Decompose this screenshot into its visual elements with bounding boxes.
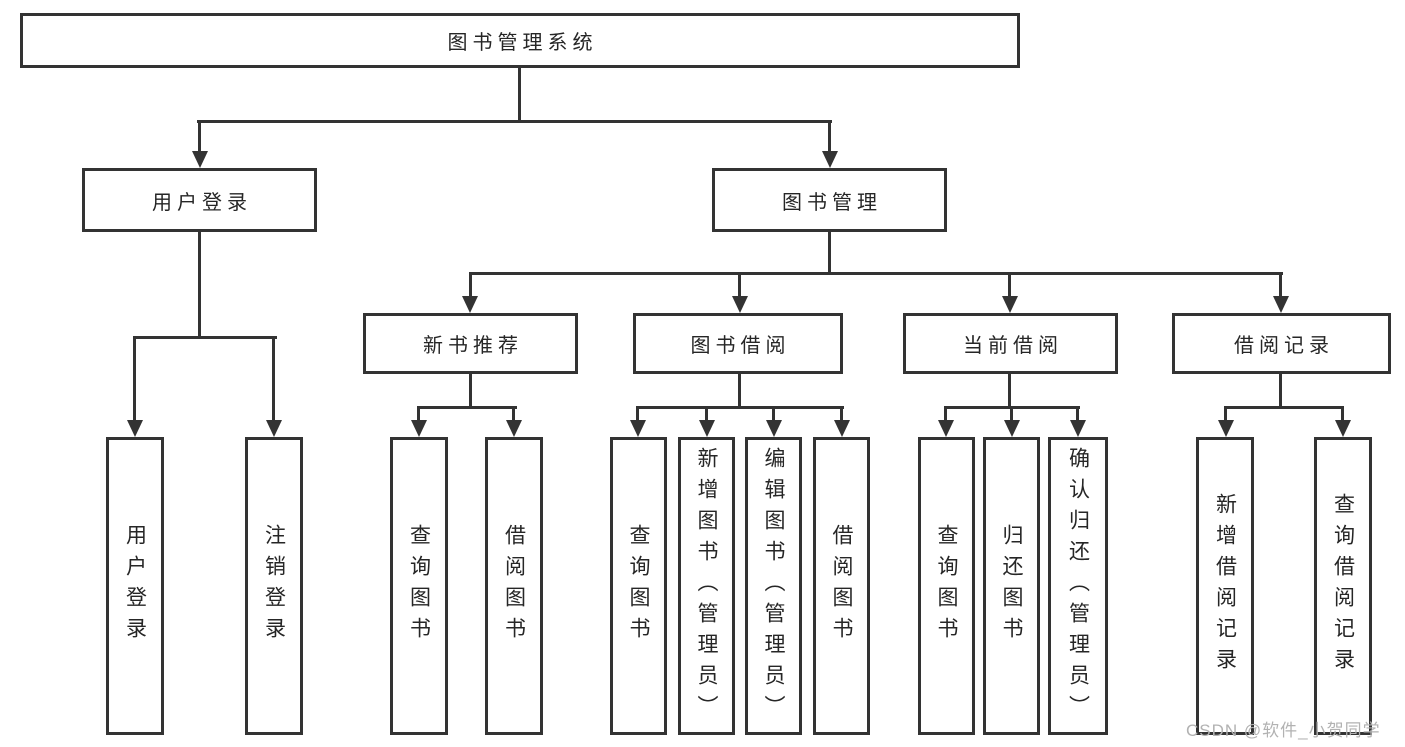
- node-query-books-recommend: 查询图书: [390, 437, 448, 735]
- node-book-borrowing: 图书借阅: [633, 313, 843, 374]
- leaf-label: 查询借阅记录: [1331, 493, 1355, 679]
- leaf-label: 用户登录: [123, 524, 147, 648]
- arrow-down-icon: [630, 420, 646, 437]
- arrow-down-icon: [1070, 420, 1086, 437]
- node-user-login-leaf: 用户登录: [106, 437, 164, 735]
- connector-line: [1341, 406, 1344, 422]
- node-borrow-books-recommend: 借阅图书: [485, 437, 543, 735]
- connector-line: [840, 406, 843, 422]
- node-book-management: 图书管理: [712, 168, 947, 232]
- leaf-label: 借阅图书: [830, 524, 853, 648]
- arrow-down-icon: [1002, 296, 1018, 313]
- connector-line: [197, 120, 832, 123]
- connector-line: [417, 406, 517, 409]
- connector-line: [1010, 406, 1013, 422]
- arrow-down-icon: [127, 420, 143, 437]
- node-current-borrowing: 当前借阅: [903, 313, 1118, 374]
- arrow-down-icon: [192, 151, 208, 168]
- connector-line: [772, 406, 775, 422]
- connector-line: [469, 272, 472, 298]
- connector-line: [417, 406, 420, 422]
- node-library-management-system: 图书管理系统: [20, 13, 1020, 68]
- node-query-borrow-record: 查询借阅记录: [1314, 437, 1372, 735]
- arrow-down-icon: [699, 420, 715, 437]
- arrow-down-icon: [462, 296, 478, 313]
- connector-line: [512, 406, 515, 422]
- arrow-down-icon: [411, 420, 427, 437]
- leaf-label: 注销登录: [262, 524, 286, 648]
- connector-line: [636, 406, 639, 422]
- leaf-label: 借阅图书: [502, 524, 526, 648]
- connector-line: [1224, 406, 1344, 409]
- connector-line: [1224, 406, 1227, 422]
- arrow-down-icon: [766, 420, 782, 437]
- connector-line: [1076, 406, 1079, 422]
- connector-line: [272, 336, 275, 422]
- node-borrowing-records: 借阅记录: [1172, 313, 1391, 374]
- leaf-label: 确认归还（管理员）: [1066, 446, 1090, 726]
- connector-line: [738, 374, 741, 409]
- leaf-label: 新增借阅记录: [1213, 493, 1237, 679]
- node-confirm-return-admin: 确认归还（管理员）: [1048, 437, 1108, 735]
- connector-line: [705, 406, 708, 422]
- connector-line: [133, 336, 277, 339]
- leaf-label: 查询图书: [935, 524, 958, 648]
- connector-line: [828, 232, 831, 275]
- connector-line: [198, 232, 201, 339]
- arrow-down-icon: [1273, 296, 1289, 313]
- arrow-down-icon: [1335, 420, 1351, 437]
- connector-line: [518, 68, 521, 123]
- watermark: CSDN @软件_小贺同学: [1186, 721, 1381, 740]
- arrow-down-icon: [266, 420, 282, 437]
- arrow-down-icon: [732, 296, 748, 313]
- node-logout: 注销登录: [245, 437, 303, 735]
- arrow-down-icon: [506, 420, 522, 437]
- arrow-down-icon: [834, 420, 850, 437]
- node-new-book-recommendation: 新书推荐: [363, 313, 578, 374]
- connector-line: [1279, 374, 1282, 409]
- connector-line: [1008, 374, 1011, 409]
- connector-line: [469, 272, 1283, 275]
- node-borrow-books-borrowing: 借阅图书: [813, 437, 870, 735]
- node-return-books: 归还图书: [983, 437, 1040, 735]
- connector-line: [944, 406, 947, 422]
- connector-line: [636, 406, 844, 409]
- connector-line: [738, 272, 741, 298]
- leaf-label: 查询图书: [627, 524, 650, 648]
- leaf-label: 查询图书: [407, 524, 431, 648]
- node-add-borrow-record: 新增借阅记录: [1196, 437, 1254, 735]
- arrow-down-icon: [938, 420, 954, 437]
- leaf-label: 编辑图书（管理员）: [762, 446, 785, 726]
- node-query-books-current: 查询图书: [918, 437, 975, 735]
- leaf-label: 归还图书: [1000, 524, 1023, 648]
- node-query-books-borrowing: 查询图书: [610, 437, 667, 735]
- node-add-books-admin: 新增图书（管理员）: [678, 437, 735, 735]
- arrow-down-icon: [1004, 420, 1020, 437]
- connector-line: [828, 120, 831, 153]
- connector-line: [469, 374, 472, 409]
- leaf-label: 新增图书（管理员）: [695, 446, 718, 726]
- connector-line: [1008, 272, 1011, 298]
- node-edit-books-admin: 编辑图书（管理员）: [745, 437, 802, 735]
- connector-line: [1279, 272, 1282, 298]
- arrow-down-icon: [822, 151, 838, 168]
- connector-line: [133, 336, 136, 422]
- node-user-login: 用户登录: [82, 168, 317, 232]
- arrow-down-icon: [1218, 420, 1234, 437]
- connector-line: [198, 120, 201, 153]
